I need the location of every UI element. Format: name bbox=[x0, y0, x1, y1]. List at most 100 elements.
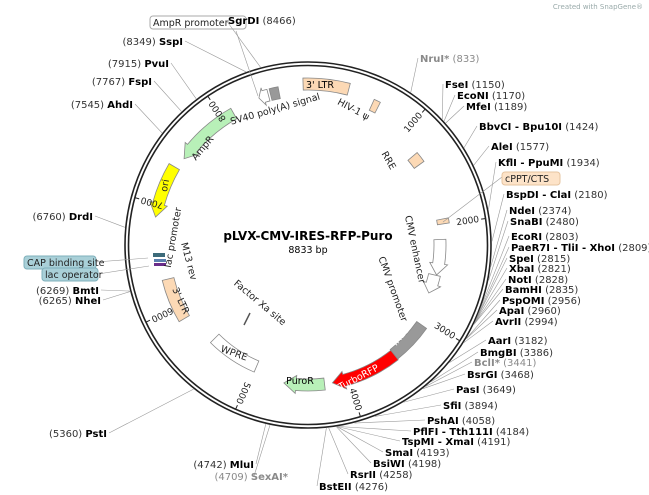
enzyme-leader-line bbox=[94, 215, 125, 228]
enzyme-position: (2994) bbox=[521, 317, 558, 328]
enzyme-site: EcoNI (1170) bbox=[443, 91, 525, 122]
feature-label: HIV-1 ψ bbox=[335, 97, 371, 123]
enzyme-name: DrdI bbox=[69, 212, 93, 223]
feature-label: PuroR bbox=[286, 376, 314, 387]
enzyme-position: (3468) bbox=[497, 370, 534, 381]
enzyme-label: PshAI (4058) bbox=[427, 416, 495, 427]
enzyme-site: AarI (3182) bbox=[449, 336, 548, 363]
enzyme-position: (1424) bbox=[562, 122, 599, 133]
tick-mark bbox=[358, 412, 361, 417]
enzyme-site: BbvCI - Bpu10I (1424) bbox=[463, 122, 599, 148]
enzyme-name: BmgBI bbox=[480, 348, 517, 359]
enzyme-name: AvrII bbox=[495, 317, 521, 328]
enzyme-leader-line bbox=[410, 57, 419, 93]
enzyme-sites: NruI* (833)FseI (1150)EcoNI (1170)MfeI (… bbox=[32, 16, 649, 493]
enzyme-label: PasI (3649) bbox=[456, 385, 516, 396]
enzyme-position: (4276) bbox=[352, 482, 389, 493]
enzyme-leader-line bbox=[316, 428, 327, 487]
cap-binding-site-label: CAP binding site bbox=[27, 258, 105, 269]
tick-label-5000: 5000 bbox=[233, 380, 251, 405]
tick-label-3000: 3000 bbox=[432, 321, 457, 342]
enzyme-label: SmaI (4193) bbox=[385, 448, 450, 459]
enzyme-label: (4709) SexAI* bbox=[214, 472, 288, 483]
enzyme-position: (2821) bbox=[534, 264, 571, 275]
tick-mark bbox=[207, 96, 211, 101]
enzyme-label: (6265) NheI bbox=[39, 296, 101, 307]
lac-operator-label: lac operator bbox=[45, 270, 103, 281]
m13-rev-label: M13 rev bbox=[178, 241, 199, 281]
enzyme-label: BspDI - ClaI (2180) bbox=[506, 190, 608, 201]
enzyme-label: BclI* (3441) bbox=[474, 358, 536, 369]
enzyme-leader-line bbox=[473, 288, 504, 325]
feature-3-ltr bbox=[161, 277, 190, 323]
enzyme-position: (4198) bbox=[405, 459, 442, 470]
feature-label: RRE bbox=[379, 150, 398, 172]
enzyme-site: SfiI (3894) bbox=[374, 401, 498, 417]
tick-label-4000: 4000 bbox=[347, 387, 363, 412]
enzyme-name: BspDI - ClaI bbox=[506, 190, 571, 201]
enzyme-name: FseI bbox=[445, 80, 468, 91]
enzyme-position: (2956) bbox=[544, 296, 581, 307]
tick-mark bbox=[455, 338, 460, 341]
lac-promoter-label: lac promoter bbox=[163, 207, 184, 269]
enzyme-site: SmaI (4193) bbox=[336, 426, 450, 459]
enzyme-position: (7545) bbox=[71, 100, 107, 111]
enzyme-position: (4193) bbox=[413, 448, 450, 459]
enzyme-leader-line bbox=[463, 320, 494, 343]
enzyme-name: AhdI bbox=[107, 100, 133, 111]
enzyme-position: (3182) bbox=[511, 336, 548, 347]
enzyme-name: EcoNI bbox=[457, 91, 489, 102]
feature-ires bbox=[389, 320, 428, 360]
enzyme-site: AvrII (2994) bbox=[463, 317, 558, 343]
feature-cmv-enhancer bbox=[429, 238, 449, 276]
enzyme-site: MfeI (1189) bbox=[445, 102, 527, 124]
enzyme-site: KflI - PpuMI (1934) bbox=[488, 158, 600, 210]
enzyme-position: (4191) bbox=[474, 437, 511, 448]
feature-cmv-promoter bbox=[422, 273, 442, 294]
enzyme-position: (7915) bbox=[108, 59, 144, 70]
tick-label-1000: 1000 bbox=[403, 111, 426, 135]
enzyme-label: BstEII (4276) bbox=[319, 482, 388, 493]
enzyme-position: (3441) bbox=[500, 358, 537, 369]
enzyme-site: BsrGI (3468) bbox=[422, 370, 534, 389]
enzyme-label: (6760) DrdI bbox=[32, 212, 93, 223]
enzyme-label: BsiWI (4198) bbox=[373, 459, 441, 470]
enzyme-leader-line bbox=[474, 267, 508, 323]
backbone-outer bbox=[124, 61, 492, 429]
enzyme-site: BmgBI (3386) bbox=[430, 348, 554, 382]
enzyme-leader-line bbox=[474, 257, 508, 323]
enzyme-leader-line bbox=[475, 235, 510, 321]
feature-3-ltr bbox=[302, 77, 351, 96]
enzyme-position: (8349) bbox=[123, 37, 159, 48]
enzyme-site: (6760) DrdI bbox=[32, 212, 125, 228]
feature-label: CMV promoter bbox=[375, 255, 409, 323]
enzyme-position: (3386) bbox=[517, 348, 554, 359]
enzyme-site: (4742) MluI bbox=[193, 424, 267, 471]
enzyme-label: BamHI (2835) bbox=[505, 285, 578, 296]
enzyme-label: EcoNI (1170) bbox=[457, 91, 525, 102]
backbone-inner bbox=[127, 64, 489, 426]
cap-site-marker bbox=[153, 253, 165, 257]
enzyme-label: (7545) AhdI bbox=[71, 100, 133, 111]
plasmid-name: pLVX-CMV-IRES-RFP-Puro bbox=[223, 229, 392, 243]
enzyme-name: PstI bbox=[85, 429, 107, 440]
enzyme-label: (7767) FspI bbox=[92, 77, 152, 88]
enzyme-label: SfiI (3894) bbox=[443, 401, 498, 412]
enzyme-site: PspOMI (2956) bbox=[466, 296, 581, 339]
enzyme-label: (5360) PstI bbox=[49, 429, 107, 440]
enzyme-site: SpeI (2815) bbox=[474, 254, 570, 323]
enzyme-leader-line bbox=[443, 94, 456, 122]
enzyme-label: XbaI (2821) bbox=[509, 264, 571, 275]
enzyme-name: PasI bbox=[456, 385, 479, 396]
enzyme-position: (3649) bbox=[479, 385, 516, 396]
enzyme-position: (2803) bbox=[542, 232, 579, 243]
enzyme-leader-line bbox=[449, 339, 487, 363]
cppt-cts-label-box bbox=[501, 171, 561, 186]
cppt-cts-label: cPPT/CTS bbox=[505, 174, 549, 185]
enzyme-name: SexAI* bbox=[251, 472, 289, 483]
enzyme-name: BstEII bbox=[319, 482, 352, 493]
tick-mark bbox=[481, 218, 486, 220]
enzyme-leader-line bbox=[445, 105, 465, 124]
enzyme-leader-line bbox=[336, 426, 372, 464]
enzyme-position: (4184) bbox=[493, 427, 530, 438]
